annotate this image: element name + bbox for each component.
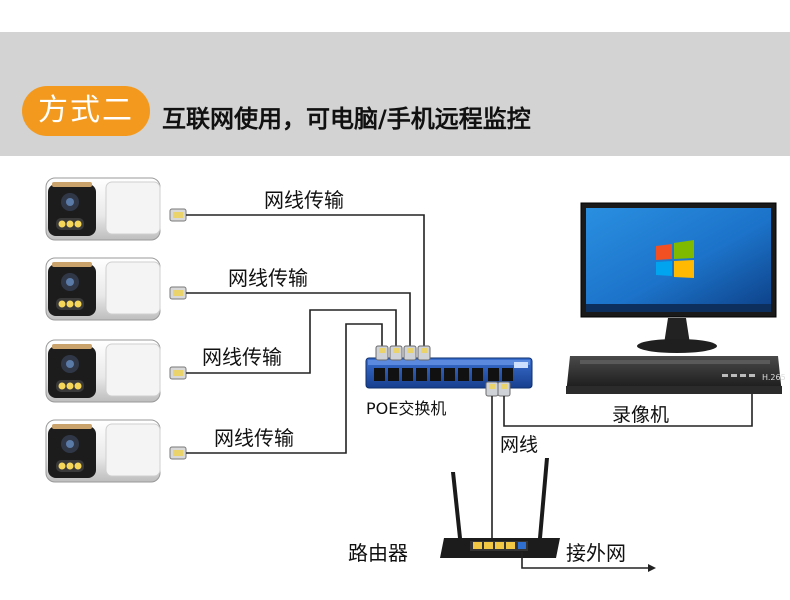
cable-label-1: 网线传输 <box>264 188 344 212</box>
arrow-right-icon <box>648 564 656 572</box>
camera-2 <box>45 257 161 321</box>
router-icon <box>440 458 560 558</box>
router-label: 路由器 <box>348 541 408 565</box>
external-label: 接外网 <box>566 541 626 565</box>
recorder-label: 录像机 <box>612 404 670 426</box>
cable-label-3: 网线传输 <box>202 345 282 369</box>
recorder-cable <box>503 394 753 427</box>
nvr-recorder-icon <box>566 356 782 394</box>
method-badge: 方式二 <box>22 86 150 136</box>
camera-1 <box>45 177 161 241</box>
rj45-plug-icon <box>169 208 187 222</box>
rj45-plug-icon <box>169 446 187 460</box>
poe-switch-icon <box>365 357 533 389</box>
external-link-line <box>521 552 648 569</box>
rj45-plug-icon <box>169 286 187 300</box>
rj45-plug-icon <box>169 366 187 380</box>
link-label: 网线 <box>500 434 539 456</box>
switch-label: POE交换机 <box>366 399 447 418</box>
windows-logo-icon <box>656 240 694 278</box>
cable-label-4: 网线传输 <box>214 426 294 450</box>
camera-cables <box>186 214 425 454</box>
camera-4 <box>45 419 161 483</box>
camera-3 <box>45 339 161 403</box>
cable-label-2: 网线传输 <box>228 266 308 290</box>
monitor-icon <box>580 202 777 353</box>
recorder-codec-label: H.265 <box>762 373 786 382</box>
header-title: 互联网使用，可电脑/手机远程监控 <box>162 105 531 133</box>
